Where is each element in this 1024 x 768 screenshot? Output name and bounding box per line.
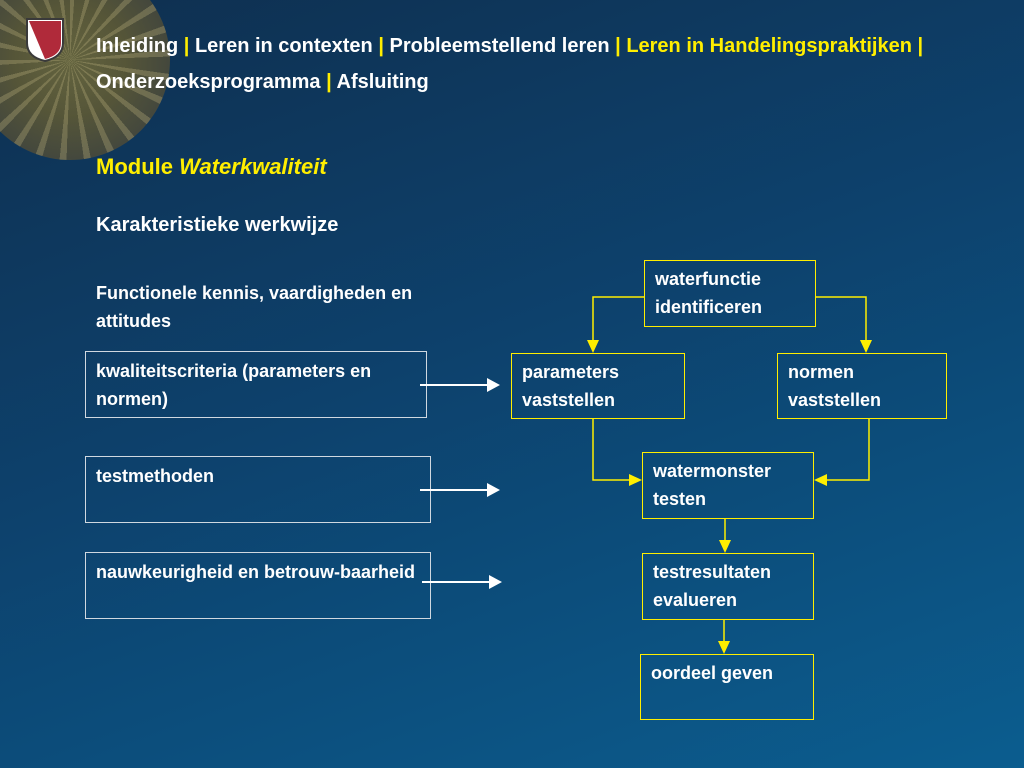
flow-step-judge: oordeel geven [640,654,814,720]
module-title: Module Waterkwaliteit [96,154,327,180]
nav-item-onderzoeksprogramma[interactable]: Onderzoeksprogramma [96,71,321,93]
flow-step-norms: normen vaststellen [777,353,947,419]
shield-logo-icon [26,18,64,63]
functional-knowledge-heading: Functionele kennis, vaardigheden en atti… [96,283,413,331]
connector-evaluate-to-judge [718,620,730,654]
flow-step-test: watermonster testen [642,452,814,519]
page-subtitle: Karakteristieke werkwijze [96,214,339,236]
connector-test-to-evaluate [719,519,731,553]
nav-separator: | [326,71,332,93]
module-prefix: Module [96,154,173,179]
flow-step-identify: waterfunctie identificeren [644,260,816,327]
nav-separator: | [183,35,190,57]
left-arrow-1 [420,378,500,392]
nav-item-leren-in-handelingspraktijken[interactable]: Leren in Handelingspraktijken [626,35,912,57]
nav-item-afsluiting[interactable]: Afsluiting [336,71,429,93]
flow-step-parameters: parameters vaststellen [511,353,685,419]
connector-identify-to-norms [816,296,872,353]
left-arrow-2 [420,483,500,497]
left-arrow-3 [422,575,502,589]
reliability-box: nauwkeurigheid en betrouw-baarheid [85,552,431,619]
nav-separator: | [378,35,384,57]
nav-separator: | [615,35,621,57]
flow-step-evaluate: testresultaten evalueren [642,553,814,620]
nav-item-inleiding[interactable]: Inleiding [96,35,179,57]
nav-item-leren-in-contexten[interactable]: Leren in contexten [194,35,373,57]
module-name: Waterkwaliteit [179,154,327,179]
top-navigation: Inleiding | Leren in contexten | Problee… [96,28,956,100]
criteria-box: kwaliteitscriteria (parameters en normen… [85,351,427,418]
connector-norms-to-test [814,419,870,486]
nav-item-probleemstellend-leren[interactable]: Probleemstellend leren [389,35,610,57]
connector-identify-to-parameters [587,296,644,353]
connector-parameters-to-test [592,419,642,486]
nav-separator: | [917,35,924,57]
